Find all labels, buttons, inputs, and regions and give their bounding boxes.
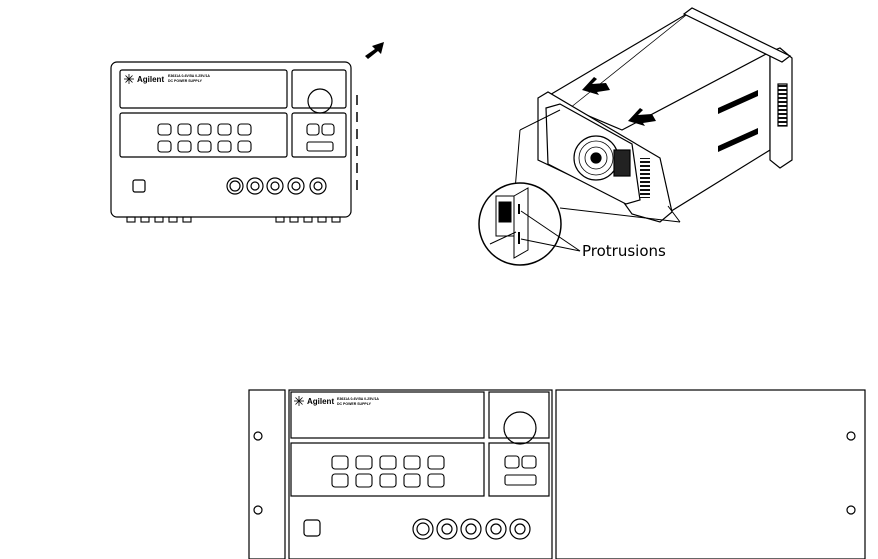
push-arrow-1 (582, 77, 610, 95)
push-arrows (582, 77, 656, 126)
rack-label-frame (290, 391, 485, 439)
adjust-knob (307, 88, 333, 114)
side-vent (777, 83, 788, 127)
filler-hole-2 (846, 505, 856, 515)
front-view-unit (110, 61, 358, 223)
rack-display-frame (290, 442, 485, 497)
slide-direction-arrow (365, 42, 384, 59)
front-panel-outline (110, 61, 352, 218)
knob-frame (291, 69, 347, 109)
protrusions-label: Protrusions (582, 242, 666, 260)
model-line-2: DC POWER SUPPLY (168, 79, 203, 83)
agilent-spark-icon (294, 396, 304, 406)
output-terminals (226, 177, 327, 195)
left-rack-ear (248, 389, 286, 559)
label-frame (119, 69, 288, 109)
ear-hole-2 (253, 505, 263, 515)
rack-brand-name: Agilent (307, 397, 334, 406)
ear-hole-1 (253, 431, 263, 441)
filler-panel (555, 389, 866, 559)
bottom-feet (126, 216, 341, 223)
button-frame (291, 112, 347, 158)
callout-leader-b (559, 207, 681, 223)
rack-model-line-2: DC POWER SUPPLY (337, 402, 372, 406)
callout-leader-a (519, 109, 561, 131)
detail-magnifier (478, 182, 562, 266)
perspective-view-unit (514, 7, 793, 223)
power-connector (613, 149, 631, 177)
rack-logo: Agilent E3631A 0-6V/5A 0-25V/1A DC POWER… (294, 396, 379, 406)
front-logo: Agilent E3631A 0-6V/5A 0-25V/1A DC POWER… (124, 74, 210, 84)
rack-model-line-1: E3631A 0-6V/5A 0-25V/1A (337, 397, 379, 401)
rack-unit-front (288, 389, 553, 559)
display-digits (157, 123, 335, 153)
rack-assembly (248, 389, 866, 559)
power-switch (132, 179, 146, 193)
magnifier-circle (478, 182, 562, 266)
rack-output-terminals (412, 518, 531, 540)
rack-adjust-knob (503, 411, 537, 445)
rack-knob-frame (488, 391, 550, 439)
model-line-1: E3631A 0-6V/5A 0-25V/1A (168, 74, 210, 78)
protrusion-leaders (520, 210, 581, 252)
rack-power-switch (303, 519, 321, 537)
rack-display-digits (331, 455, 537, 488)
agilent-spark-icon (124, 74, 134, 84)
display-frame (119, 112, 288, 158)
brand-name: Agilent (137, 75, 164, 84)
push-arrow-2 (628, 108, 656, 126)
rack-button-frame (488, 442, 550, 497)
filler-hole-1 (846, 431, 856, 441)
side-slots (718, 90, 758, 152)
